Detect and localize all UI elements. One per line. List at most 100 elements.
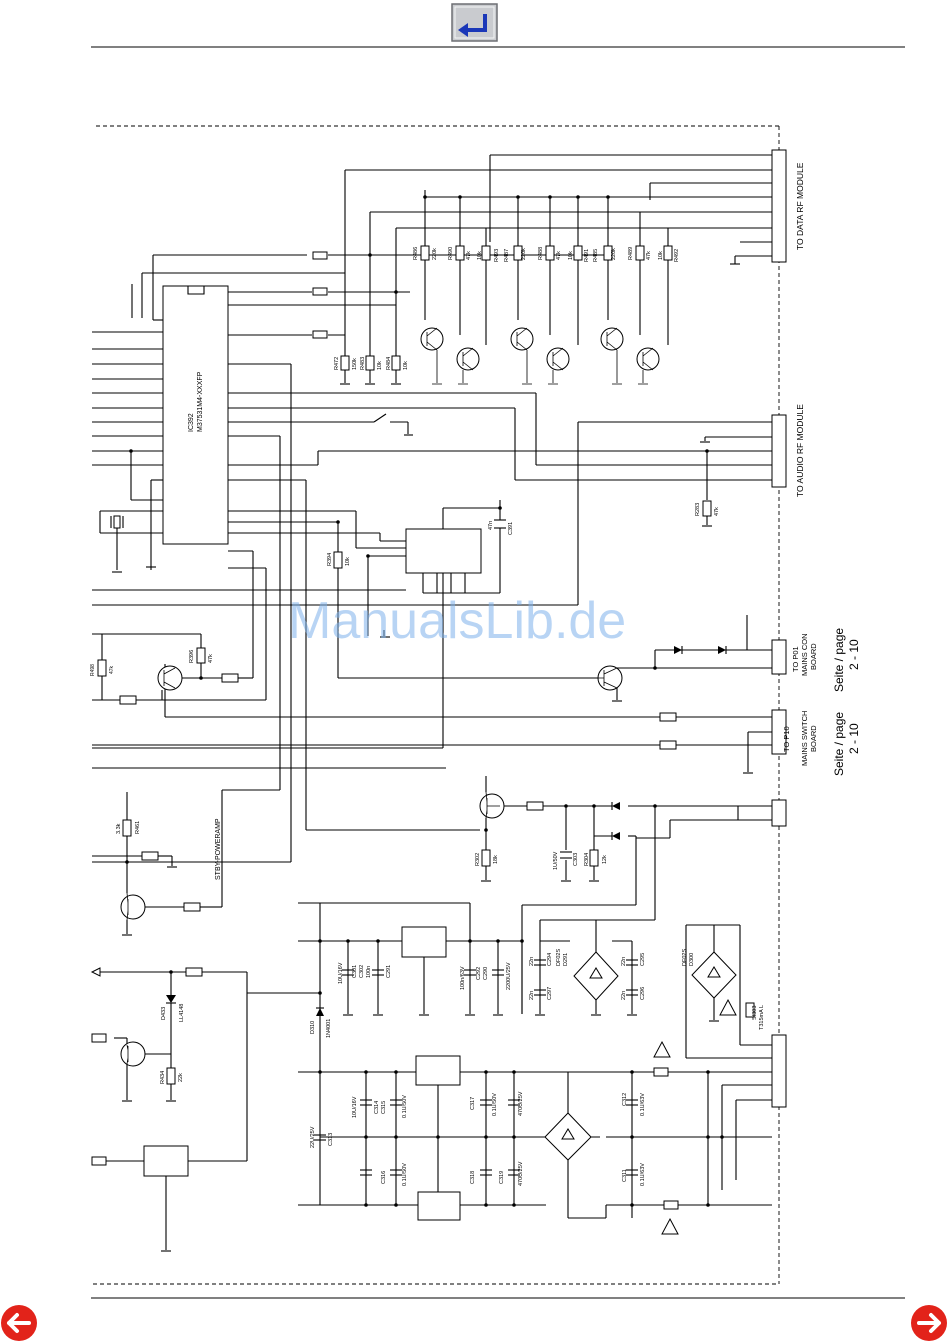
d291-value: DF02S bbox=[556, 949, 562, 966]
r486-label: R486 bbox=[413, 247, 419, 260]
stby-transistor: R396 47k R498 47k bbox=[90, 647, 677, 750]
r396-label: R396 bbox=[189, 650, 195, 663]
r491-label: R491 bbox=[584, 249, 590, 262]
c301-value: 10U/16V bbox=[338, 962, 344, 984]
r483-label: R483 bbox=[360, 357, 366, 370]
c315-label: C315 bbox=[381, 1101, 387, 1114]
r488-value: 47k bbox=[556, 251, 562, 260]
left-arrow-icon bbox=[7, 1313, 31, 1333]
r461-label: R461 bbox=[135, 821, 141, 834]
p01-title: TO P01 bbox=[791, 646, 800, 672]
p01-board2: BOARD bbox=[809, 643, 818, 670]
c301-label: C301 bbox=[352, 965, 358, 978]
c317-label: C317 bbox=[470, 1097, 476, 1110]
ic-down-bus bbox=[92, 363, 292, 908]
c316-label: C316 bbox=[381, 1171, 387, 1184]
connector-audio-rf-label: TO AUDIO RF MODULE bbox=[795, 404, 805, 497]
previous-page-button[interactable] bbox=[1, 1305, 37, 1341]
si303-label: SI303 bbox=[752, 1006, 758, 1020]
page-frame bbox=[91, 46, 905, 1299]
c391-value: 47n bbox=[488, 521, 494, 530]
c311-value: 0.1U/63V bbox=[640, 1163, 646, 1186]
crystal bbox=[110, 515, 124, 529]
c292-label: C292 bbox=[476, 967, 482, 980]
series-resistors-ic bbox=[312, 251, 328, 339]
connector-p10: TO P10 MAINS SWITCH BOARD Seite / page 2… bbox=[771, 709, 861, 776]
resistor-labels-top: R486 220k R490 47k R493 10k R487 220k R4… bbox=[334, 247, 680, 370]
c296-value: 22n bbox=[621, 991, 627, 1000]
c317-value: 0.1U/50V bbox=[492, 1093, 498, 1116]
r396-value: 47k bbox=[208, 654, 214, 663]
p01-page-label: Seite / page bbox=[832, 628, 846, 692]
si303-value: T315mA L bbox=[759, 1005, 765, 1030]
r492-label: R492 bbox=[674, 249, 680, 262]
ic392-microcontroller: IC392 M37531M4-XXXFP bbox=[162, 285, 229, 545]
reset-ic bbox=[405, 528, 482, 574]
c290-value: 2200U/25V bbox=[506, 962, 512, 990]
c319-label: C319 bbox=[499, 1171, 505, 1184]
r492-value: 10k bbox=[658, 251, 664, 260]
connector-data-rf: TO DATA RF MODULE bbox=[766, 149, 805, 263]
c315-value: 0.1U/50V bbox=[402, 1095, 408, 1118]
c303-label: C303 bbox=[573, 853, 579, 866]
transistors-top bbox=[420, 327, 660, 385]
c312-value: 0.1U/63V bbox=[640, 1093, 646, 1116]
return-arrow-icon bbox=[458, 14, 487, 37]
connector-audio-rf: TO AUDIO RF MODULE bbox=[771, 404, 805, 497]
left-lower-components: 3.3k R461 D433 LL4148 R434 22k bbox=[90, 819, 203, 1085]
r302-label: R302 bbox=[475, 853, 481, 866]
d433-value: LL4148 bbox=[179, 1004, 185, 1022]
p01-board: MAINS CON bbox=[800, 633, 809, 676]
ic392-ref: IC392 bbox=[188, 413, 195, 432]
p10-page-label: Seite / page bbox=[832, 712, 846, 776]
r283: R283 47k bbox=[695, 500, 720, 517]
r283-label: R283 bbox=[695, 503, 701, 516]
junction-dots bbox=[125, 195, 724, 1207]
c302-label: C302 bbox=[359, 965, 365, 978]
next-page-button[interactable] bbox=[911, 1305, 947, 1341]
c318-label: C318 bbox=[470, 1171, 476, 1184]
r486-value: 220k bbox=[432, 248, 438, 260]
psu-capacitors bbox=[314, 959, 638, 1176]
c312-label: C312 bbox=[622, 1093, 628, 1106]
r483-value: 10k bbox=[377, 361, 383, 370]
c314-label: C314 bbox=[374, 1101, 380, 1114]
r491-value: 10k bbox=[568, 251, 574, 260]
r304-value: 12k bbox=[602, 855, 608, 864]
r487-value: 220k bbox=[521, 248, 527, 260]
c318-value: 470U/25V bbox=[518, 1091, 524, 1116]
p10-page-num: 2 - 10 bbox=[847, 723, 861, 754]
connector-data-rf-label: TO DATA RF MODULE bbox=[795, 162, 805, 250]
stby-transistor-wires bbox=[92, 550, 772, 774]
connector-poweron bbox=[771, 799, 787, 827]
c297-label: C297 bbox=[547, 987, 553, 1000]
c319-value: 470U/25V bbox=[518, 1161, 524, 1186]
ic-left-bus bbox=[92, 331, 163, 573]
c314-value: 10U/16V bbox=[352, 1096, 358, 1118]
connector-p01: TO P01 MAINS CON BOARD Seite / page 2 - … bbox=[771, 628, 861, 692]
ic-top-bus bbox=[131, 254, 608, 336]
watermark: ManualsLib.de bbox=[288, 592, 626, 650]
r493-label: R493 bbox=[494, 249, 500, 262]
r394: R394 10k bbox=[327, 551, 351, 569]
d291-label: D291 bbox=[563, 953, 569, 966]
r493-value: 10k bbox=[477, 251, 483, 260]
psu-components bbox=[91, 926, 787, 1235]
return-button[interactable] bbox=[451, 3, 498, 42]
c391-label: C391 bbox=[508, 522, 514, 535]
d300-label: D300 bbox=[689, 953, 695, 966]
c294-value: 22n bbox=[529, 957, 535, 966]
right-arrow-icon bbox=[917, 1313, 941, 1333]
c291-label: C291 bbox=[386, 965, 392, 978]
r489-value: 47k bbox=[646, 251, 652, 260]
d310-value: 1N4001 bbox=[326, 1019, 332, 1038]
c313-value: 22U/25V bbox=[310, 1126, 316, 1148]
c297-value: 22n bbox=[529, 991, 535, 1000]
d433-label: D433 bbox=[161, 1007, 167, 1020]
r485-value: 220k bbox=[611, 248, 617, 260]
mid-block-wires bbox=[92, 451, 598, 831]
c295-value: 22n bbox=[621, 957, 627, 966]
psu-labels: D310 1N4001 10U/16V C301 C302 100n C291 … bbox=[310, 949, 765, 1186]
r498-value: 47k bbox=[109, 665, 115, 674]
